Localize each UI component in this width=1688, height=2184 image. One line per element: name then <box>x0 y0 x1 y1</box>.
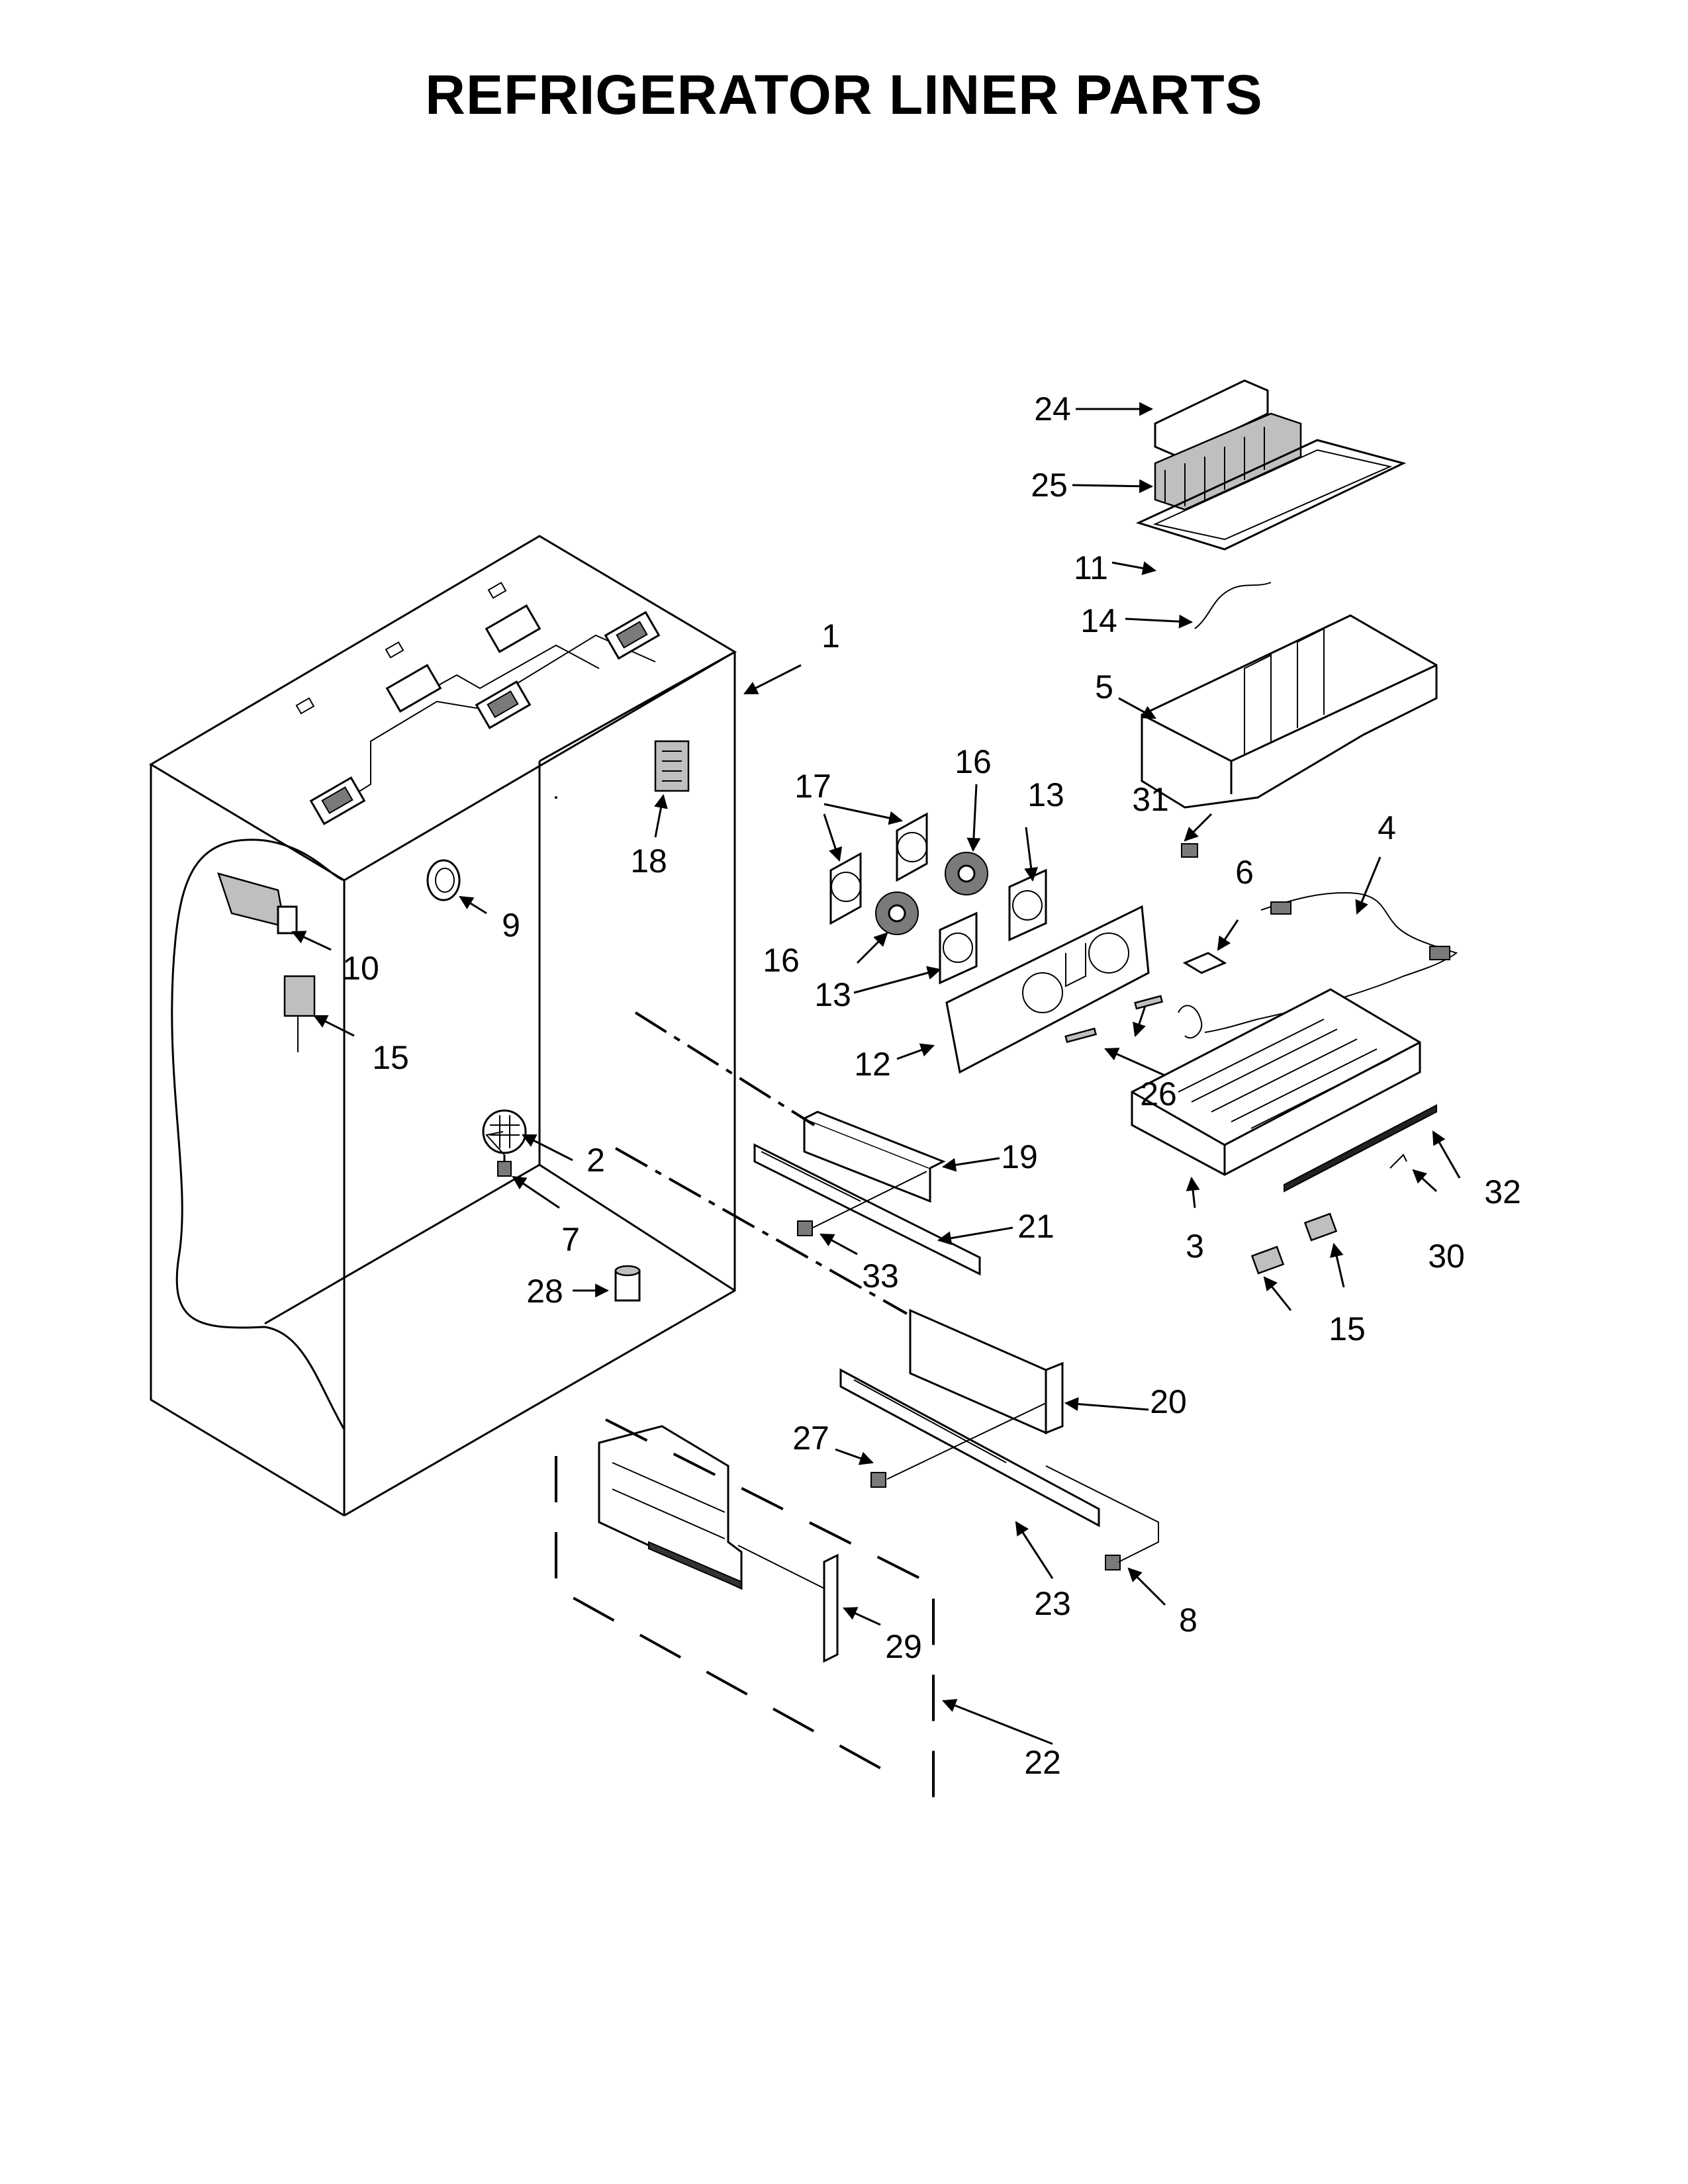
screw-part-8 <box>1105 1555 1121 1570</box>
grommet-part-9 <box>426 859 461 901</box>
callout-18: 18 <box>630 842 667 880</box>
page-title: REFRIGERATOR LINER PARTS <box>425 64 1263 126</box>
callout-9: 9 <box>502 907 520 944</box>
fan-motor-part-16-upper <box>945 852 988 895</box>
callout-30: 30 <box>1428 1238 1465 1275</box>
evaporator-coil-part-25 <box>1154 412 1302 511</box>
callout-11: 11 <box>1074 549 1108 586</box>
callout-26: 26 <box>1140 1075 1177 1113</box>
callout-2: 2 <box>586 1142 605 1179</box>
callout-5: 5 <box>1095 668 1113 705</box>
callout-16-upper: 16 <box>955 743 992 780</box>
callout-14: 14 <box>1080 602 1117 639</box>
slide-rail-part-21 <box>753 1143 981 1276</box>
callout-7: 7 <box>561 1221 580 1258</box>
clip-part-31 <box>1181 843 1198 858</box>
refrigerator-liner <box>149 535 737 1517</box>
callout-10: 10 <box>342 950 379 987</box>
callout-arrows <box>291 402 1461 1745</box>
drain-pan-part-11 <box>1135 439 1407 551</box>
spacer-part-26 <box>1064 995 1164 1044</box>
callout-32: 32 <box>1484 1173 1521 1210</box>
callout-22: 22 <box>1024 1744 1061 1781</box>
rail-cover-part-19 <box>803 1111 946 1203</box>
callout-21: 21 <box>1017 1208 1055 1245</box>
switch-part-15 <box>283 975 316 1052</box>
fan-bracket-part-17-right <box>896 812 928 882</box>
light-housing-part-10 <box>217 872 298 934</box>
callout-12: 12 <box>854 1046 891 1083</box>
callout-1: 1 <box>821 617 840 655</box>
callout-17: 17 <box>794 768 831 805</box>
callout-29: 29 <box>885 1628 922 1665</box>
callout-13-upper: 13 <box>1027 776 1064 813</box>
callout-8: 8 <box>1179 1602 1197 1639</box>
screw-part-33 <box>797 1220 813 1236</box>
rail-cover-part-20 <box>909 1308 1064 1435</box>
callout-24: 24 <box>1034 390 1071 428</box>
callout-4: 4 <box>1378 809 1396 846</box>
callout-20: 20 <box>1150 1383 1187 1420</box>
fan-grille-part-2 <box>482 1109 527 1154</box>
slide-rail-part-23 <box>839 1368 1100 1527</box>
evaporator-housing-part-5 <box>1141 614 1438 809</box>
callout-15-lower: 15 <box>1329 1310 1366 1347</box>
switch-part-15-lower <box>1250 1212 1338 1275</box>
fan-shroud-part-13-lower <box>939 911 978 985</box>
fan-motor-part-16-lower <box>875 891 919 935</box>
crisper-cover-part-3 <box>1131 988 1421 1176</box>
assembly-outline-22 <box>605 1418 935 1800</box>
heater-wire-part-14 <box>1194 582 1272 629</box>
evaporator-cover-part-24 <box>1154 379 1269 458</box>
callout-25: 25 <box>1031 467 1068 504</box>
callout-27: 27 <box>792 1420 829 1457</box>
vent-filter-part-18 <box>654 740 690 792</box>
air-duct-part-12 <box>945 905 1150 1074</box>
divider-part-29 <box>823 1553 839 1663</box>
clip-part-30 <box>1389 1154 1407 1169</box>
fan-bracket-part-17-left <box>829 852 862 925</box>
callout-19: 19 <box>1001 1138 1038 1175</box>
drawer-assembly-part-22 <box>598 1425 743 1590</box>
callout-13-lower: 13 <box>814 976 851 1013</box>
callout-23: 23 <box>1034 1585 1071 1622</box>
fan-shroud-part-13-upper <box>1008 868 1047 942</box>
wire-harness-part-4 <box>1178 892 1458 1039</box>
callout-3: 3 <box>1186 1228 1204 1265</box>
callout-31: 31 <box>1132 781 1169 818</box>
trim-part-32 <box>1284 1104 1437 1193</box>
alignment-line <box>634 1011 816 1126</box>
gasket-part-6 <box>1182 952 1227 974</box>
callout-16-lower: 16 <box>763 942 800 979</box>
screw-part-7 <box>497 1155 512 1177</box>
cap-part-28 <box>614 1265 641 1302</box>
callout-33: 33 <box>862 1257 899 1295</box>
callout-6: 6 <box>1235 854 1254 891</box>
screw-part-27 <box>870 1472 886 1488</box>
callout-28: 28 <box>526 1273 563 1310</box>
callout-15-upper: 15 <box>372 1039 409 1076</box>
